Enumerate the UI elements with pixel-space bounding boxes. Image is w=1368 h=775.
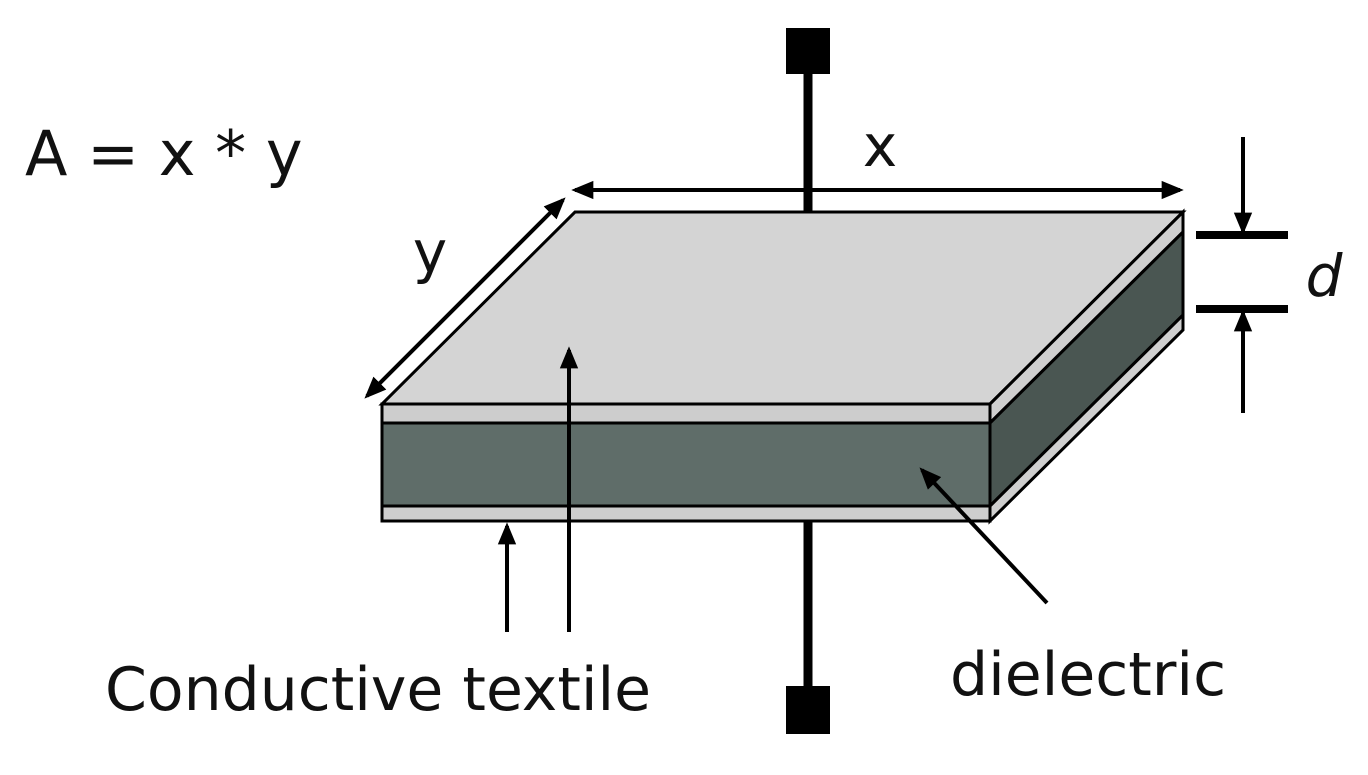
- top-terminal: [786, 28, 830, 74]
- dielectric-layer: [380, 421, 992, 508]
- y-dimension-label: y: [413, 218, 447, 286]
- bottom-conductive-layer: [380, 504, 992, 523]
- area-formula: A = x * y: [25, 117, 303, 190]
- dielectric-label: dielectric: [950, 640, 1226, 710]
- bottom-terminal: [786, 686, 830, 734]
- x-dimension-label: x: [863, 112, 897, 180]
- top-conductive-layer: [380, 402, 992, 425]
- d-thickness-label: d: [1306, 242, 1344, 310]
- conductive-textile-label: Conductive textile: [105, 655, 651, 725]
- dielectric-arrow: [919, 467, 1049, 605]
- y-dimension-arrow: [364, 197, 566, 399]
